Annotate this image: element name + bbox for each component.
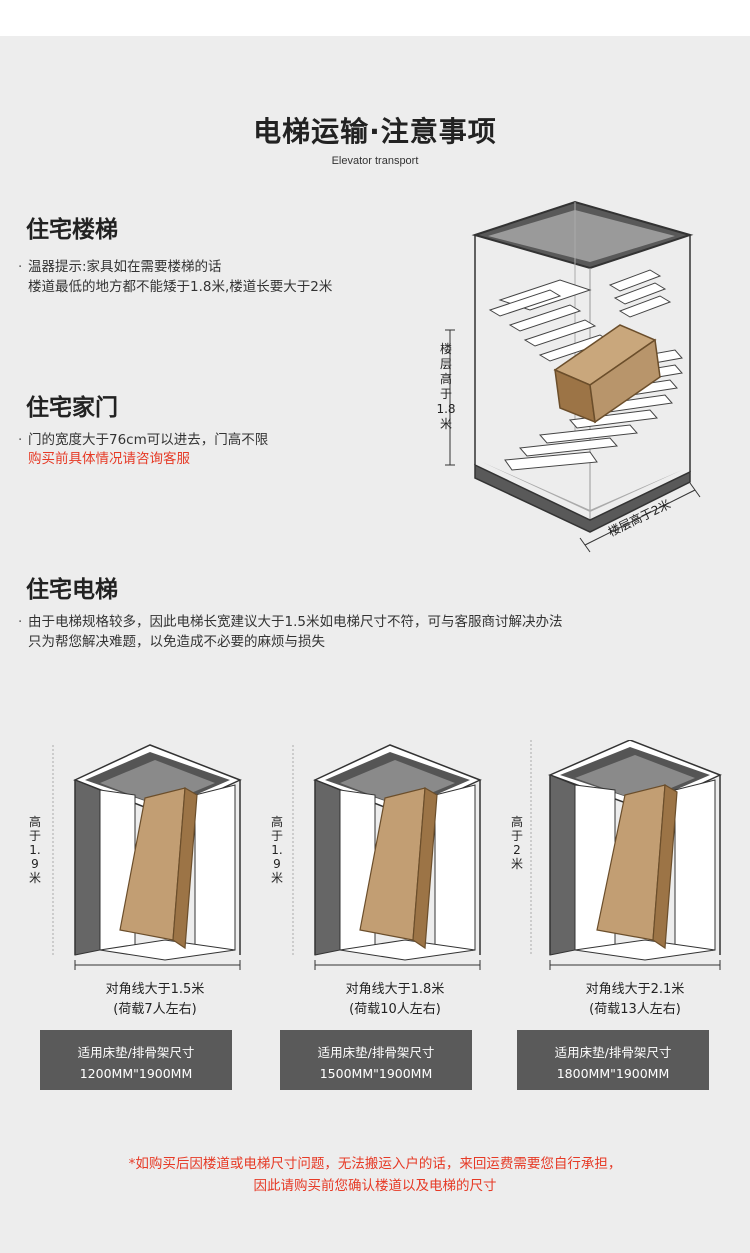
footer-warning-line-1: *如购买后因楼道或电梯尺寸问题，无法搬运入户的话，来回运费需要您自行承担，: [128, 1156, 622, 1172]
elevator-illustration-3: [525, 739, 750, 970]
page-title: 电梯运输·注意事项: [253, 115, 497, 148]
elevator-3-load: (荷载13人左右): [589, 1002, 681, 1017]
spec-box-1: 适用床垫/排骨架尺寸 1200MM"1900MM: [40, 1030, 232, 1090]
door-line-1: ·门的宽度大于76cm可以进去，门高不限: [18, 432, 269, 448]
elevator-line-1: ·由于电梯规格较多，因此电梯长宽建议大于1.5米如电梯尺寸不符，可与客服商讨解决…: [18, 614, 563, 630]
spec-size: 1500MM"1900MM: [319, 1066, 433, 1081]
stairs-line-2: 楼道最低的地方都不能矮于1.8米,楼道长要大于2米: [28, 279, 333, 295]
elevator-3-diagonal: 对角线大于2.1米: [585, 982, 685, 997]
elevator-section-title: 住宅电梯: [26, 577, 118, 603]
elevator-illustration-2: [285, 740, 525, 970]
spec-label: 适用床垫/排骨架尺寸: [317, 1045, 435, 1060]
elevator-2-diagonal: 对角线大于1.8米: [345, 982, 445, 997]
elevator-2-load: (荷载10人左右): [349, 1002, 441, 1017]
spec-size: 1800MM"1900MM: [556, 1066, 670, 1081]
page-subtitle: Elevator transport: [331, 155, 419, 167]
elevator-2-height-label: 高于1.9米: [270, 815, 283, 885]
spec-box-2: 适用床垫/排骨架尺寸 1500MM"1900MM: [280, 1030, 472, 1090]
footer-warning-line-2: 因此请购买前您确认楼道以及电梯的尺寸: [253, 1178, 497, 1194]
door-note: 购买前具体情况请咨询客服: [28, 451, 190, 467]
stairwell-illustration: [420, 190, 720, 570]
elevator-1-height-label: 高于1.9米: [28, 815, 41, 885]
elevator-3-height-label: 高于2米: [510, 815, 523, 871]
door-section-title: 住宅家门: [26, 395, 118, 421]
spec-box-3: 适用床垫/排骨架尺寸 1800MM"1900MM: [517, 1030, 709, 1090]
spec-label: 适用床垫/排骨架尺寸: [554, 1045, 672, 1060]
elevator-line-2: 只为帮您解决难题，以免造成不必要的麻烦与损失: [28, 634, 325, 650]
elevator-illustration-1: [45, 740, 285, 970]
stairs-section-title: 住宅楼梯: [26, 217, 118, 243]
stairs-height-label: 楼层高于1.8米: [436, 342, 456, 431]
elevator-1-load: (荷载7人左右): [113, 1002, 197, 1017]
spec-label: 适用床垫/排骨架尺寸: [77, 1045, 195, 1060]
spec-size: 1200MM"1900MM: [79, 1066, 193, 1081]
stairs-line-1: ·温器提示:家具如在需要楼梯的话: [18, 259, 222, 275]
elevator-1-diagonal: 对角线大于1.5米: [105, 982, 205, 997]
